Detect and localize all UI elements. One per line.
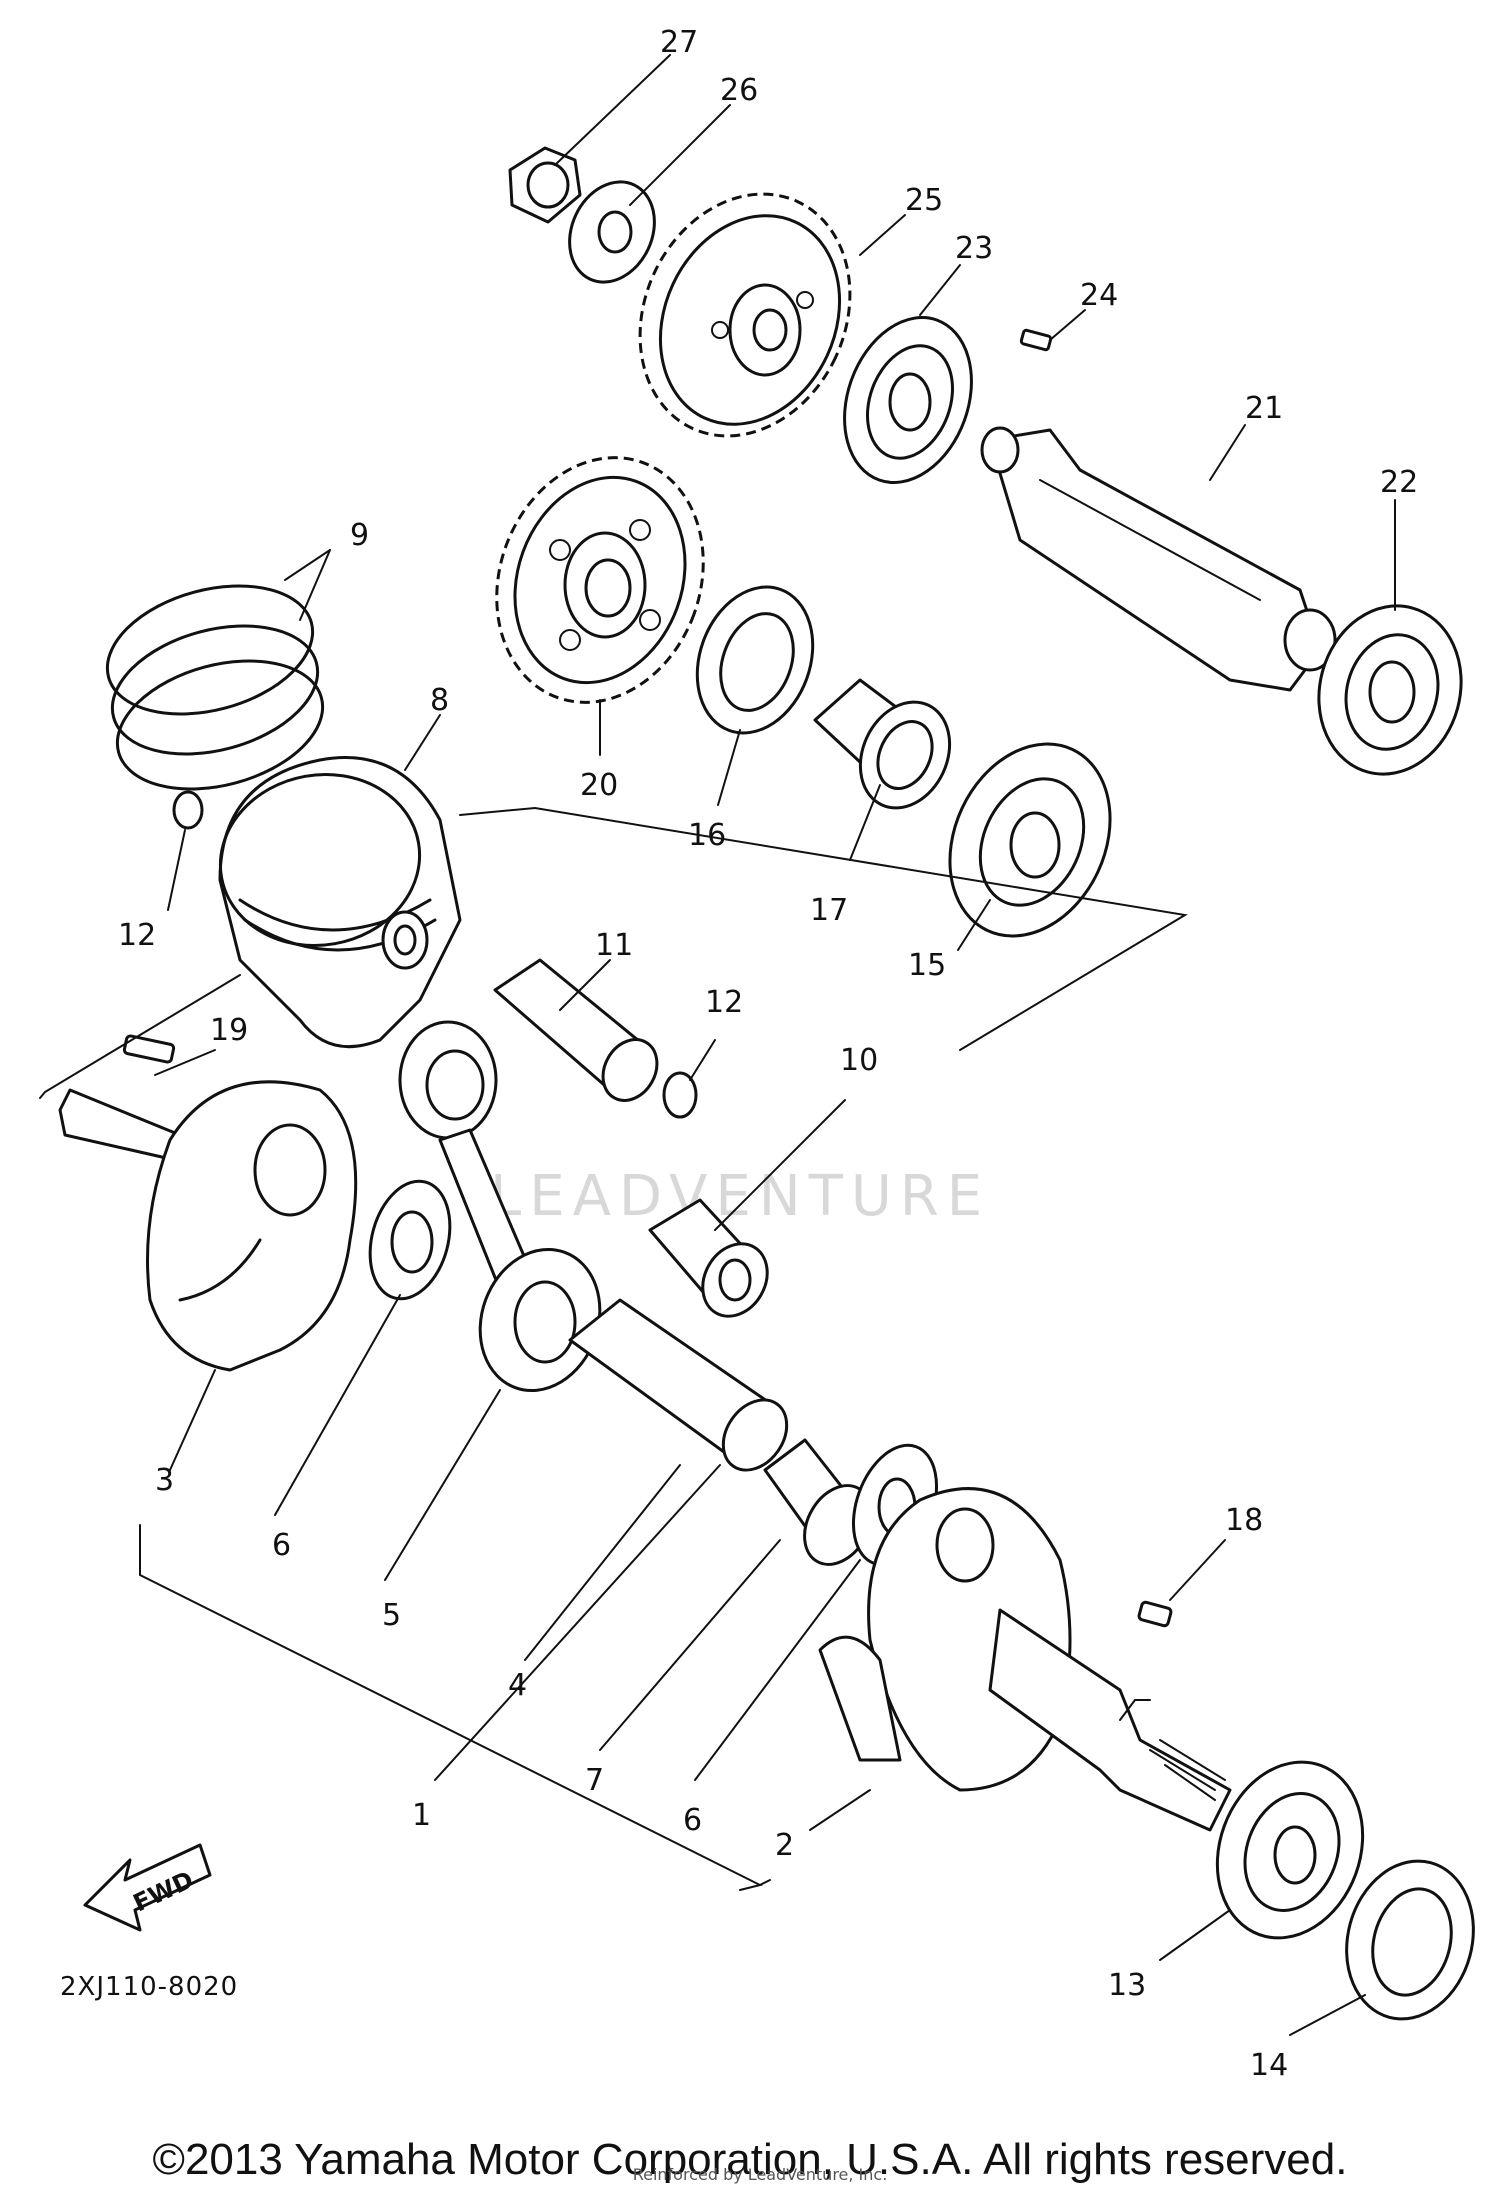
part-3-crank-left <box>58 1080 358 1372</box>
callout-1: 1 <box>412 1798 431 1833</box>
part-14-bearing <box>948 742 1112 938</box>
callout-5: 4 <box>508 1668 527 1703</box>
fwd-arrow-icon: FWD <box>83 1843 212 1932</box>
part-21-balancer-shaft <box>980 426 1337 692</box>
callout-6-right: 6 <box>683 1803 702 1838</box>
callout-15: 14 <box>1250 2048 1288 2083</box>
part-15-oil-seal <box>1345 1859 1475 2021</box>
callout-12-right: 12 <box>705 985 743 1020</box>
part-12-clip-left <box>172 790 204 830</box>
part-27-nut <box>508 146 582 224</box>
part-6-thrust-washer-left <box>368 1179 452 1301</box>
part-2-crank-right <box>818 1487 1232 1832</box>
callout-4: 5 <box>382 1598 401 1633</box>
callout-labels: 27 26 25 23 24 21 22 9 8 20 16 17 15 12 … <box>118 25 1418 2083</box>
part-4-connecting-rod <box>398 1020 602 1393</box>
part-11-piston-pin <box>493 958 659 1102</box>
callout-10: 10 <box>840 1043 878 1078</box>
callout-17: 17 <box>810 893 848 928</box>
drawing-code: 2XJ110-8020 <box>60 1972 238 2002</box>
callout-11: 11 <box>595 928 633 963</box>
callout-25: 25 <box>905 183 943 218</box>
part-10-needle-bearing <box>648 1198 769 1318</box>
part-18-key <box>1137 1600 1173 1628</box>
callout-26: 26 <box>720 73 758 108</box>
callout-27: 27 <box>660 25 698 60</box>
callout-2: 2 <box>775 1828 794 1863</box>
leader-lines <box>154 54 1396 2036</box>
callout-21: 21 <box>1245 391 1283 426</box>
callout-13: 13 <box>1108 1968 1146 2003</box>
callout-8: 8 <box>430 683 449 718</box>
callout-3: 3 <box>155 1463 174 1498</box>
part-13-bearing <box>1215 1760 1365 1940</box>
callout-20: 20 <box>580 768 618 803</box>
part-12-clip-right <box>662 1071 698 1119</box>
part-23-bearing <box>843 316 973 484</box>
callout-16: 16 <box>688 818 726 853</box>
copyright-notice: ©2013 Yamaha Motor Corporation, U.S.A. A… <box>152 2135 1348 2184</box>
part-9-piston-rings <box>105 584 325 791</box>
part-24-key <box>1019 328 1053 352</box>
part-25-gear <box>638 192 852 438</box>
part-22-bearing <box>1317 604 1463 776</box>
part-16-bearing <box>695 585 815 735</box>
part-17-spacer <box>813 678 952 810</box>
credit-text: Reinforced by LeadVenture, Inc. <box>632 2165 888 2184</box>
part-5-crank-pin <box>568 1298 789 1472</box>
callout-18: 18 <box>1225 1503 1263 1538</box>
callout-12-left: 12 <box>118 918 156 953</box>
callout-7: 7 <box>585 1763 604 1798</box>
part-26-lock-washer <box>568 180 656 284</box>
callout-22: 22 <box>1380 465 1418 500</box>
callout-6-left: 6 <box>272 1528 291 1563</box>
callout-9: 9 <box>350 518 369 553</box>
watermark-text: LEADVENTURE <box>490 1164 990 1229</box>
callout-14: 15 <box>908 948 946 983</box>
callout-19: 19 <box>210 1013 248 1048</box>
crank-assembly-bracket <box>39 806 1188 1891</box>
callout-23: 23 <box>955 231 993 266</box>
callout-24: 24 <box>1080 278 1118 313</box>
part-20-gear <box>495 456 705 704</box>
part-8-piston <box>218 756 462 1049</box>
